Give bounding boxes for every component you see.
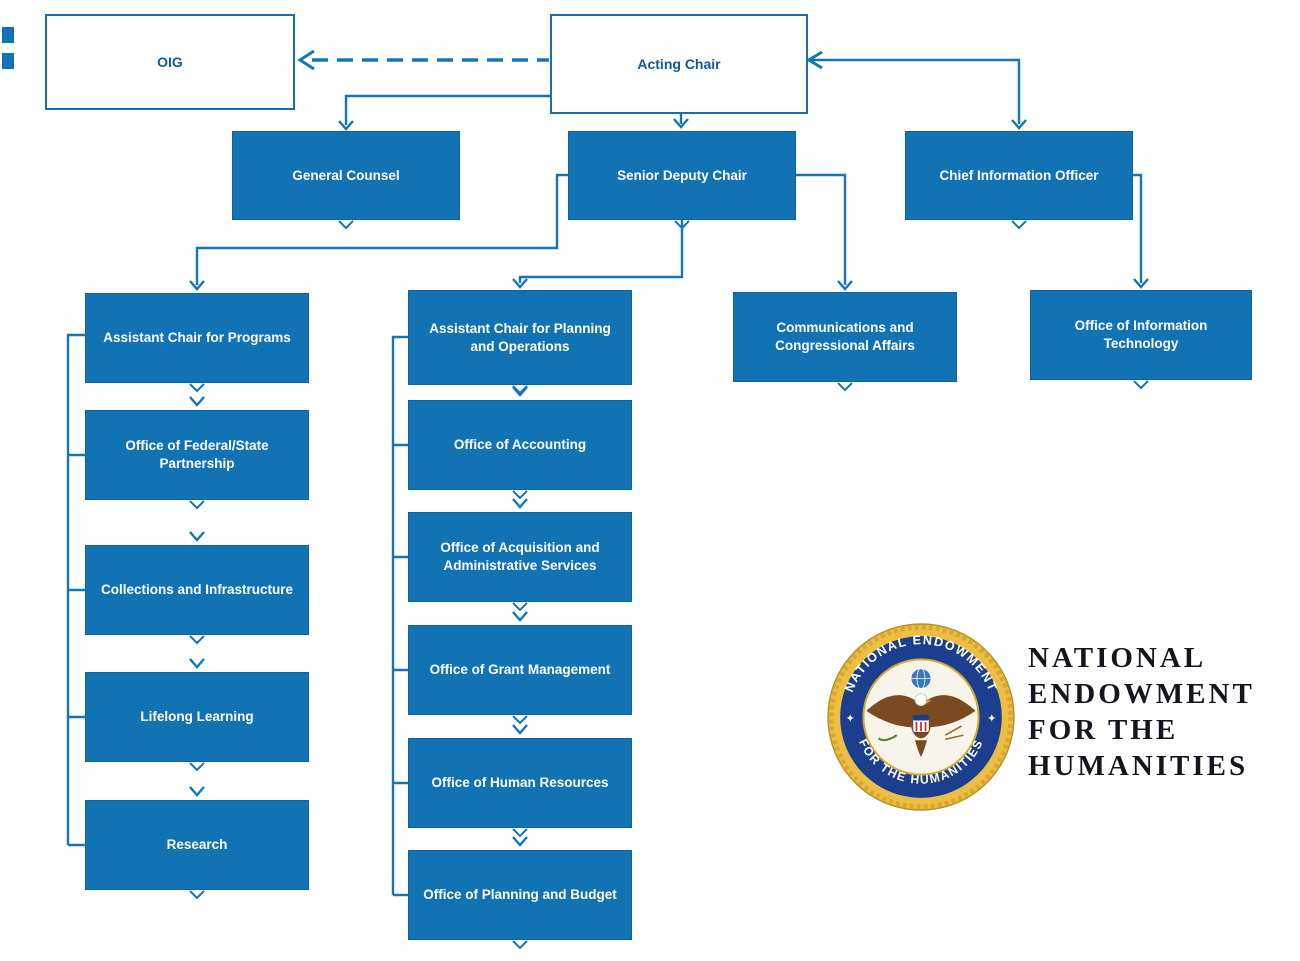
- arrowhead-down-acp: [189, 280, 205, 291]
- node-general-counsel: General Counsel: [232, 131, 460, 220]
- chevron-decorations: [189, 209, 1149, 950]
- scan-artifact: [2, 53, 14, 69]
- node-communications: Communications and Congressional Affairs: [733, 292, 957, 382]
- scan-artifact: [2, 27, 14, 43]
- node-research: Research: [85, 800, 309, 890]
- node-collections-infrastructure: Collections and Infrastructure: [85, 545, 309, 635]
- arrowhead-down-comms: [837, 280, 853, 291]
- wordmark-line: FOR THE: [1028, 714, 1179, 746]
- node-label: Collections and Infrastructure: [100, 582, 294, 598]
- node-label: Office of Accounting: [453, 437, 587, 453]
- node-lifelong-learning: Lifelong Learning: [85, 672, 309, 762]
- node-federal-state-partnership: Office of Federal/State Partnership: [85, 410, 309, 500]
- node-label: Office of Federal/State Partnership: [125, 438, 269, 471]
- node-label: OIG: [157, 53, 183, 70]
- arrowhead-down-oit: [1133, 278, 1149, 289]
- spine-planning-column: [391, 335, 408, 897]
- node-label: Senior Deputy Chair: [617, 167, 747, 183]
- connector-sdc-acpo: [518, 220, 684, 283]
- connector-acting-chair-cio: [808, 58, 1021, 124]
- org-wordmark: NATIONAL ENDOWMENT FOR THE HUMANITIES: [1028, 640, 1255, 784]
- arrowhead-down-cio: [1011, 119, 1027, 130]
- seal-eagle: [866, 667, 976, 760]
- connector-sdc-comms: [796, 173, 847, 285]
- wordmark-line: HUMANITIES: [1028, 750, 1249, 782]
- seal-eagle-head: [914, 693, 928, 707]
- node-office-grant-management: Office of Grant Management: [408, 625, 632, 715]
- arrowhead-left-acting-chair: [806, 50, 823, 70]
- node-label: Office of Acquisition and Administrative…: [440, 540, 600, 573]
- wordmark-line: NATIONAL: [1028, 642, 1207, 674]
- node-label: General Counsel: [292, 167, 400, 183]
- node-office-acquisition: Office of Acquisition and Administrative…: [408, 512, 632, 602]
- connector-acting-chair-gc: [344, 94, 550, 125]
- arrowhead-down-sdc: [673, 118, 689, 129]
- node-label: Office of Grant Management: [429, 662, 611, 678]
- node-senior-deputy-chair: Senior Deputy Chair: [568, 131, 796, 220]
- node-label: Office of Planning and Budget: [423, 887, 617, 903]
- seal-star-left: ✦: [846, 713, 855, 725]
- wordmark-line: ENDOWMENT: [1028, 678, 1255, 710]
- seal-star-right: ✦: [987, 713, 996, 725]
- node-assistant-chair-programs: Assistant Chair for Programs: [85, 293, 309, 383]
- node-acting-chair: Acting Chair: [550, 14, 808, 114]
- node-label: Research: [166, 837, 228, 853]
- node-office-information-technology: Office of Information Technology: [1030, 290, 1252, 380]
- arrowhead-left-oig: [297, 49, 315, 71]
- connector-sdc-acp: [195, 173, 568, 285]
- arrowhead-down-gc: [338, 120, 354, 131]
- neh-seal-logo: NATIONAL ENDOWMENT FOR THE HUMANITIES ✦ …: [827, 623, 1015, 811]
- node-chief-information-officer: Chief Information Officer: [905, 131, 1133, 220]
- connector-cio-oit: [1133, 173, 1143, 283]
- arrowhead-down-acpo: [512, 278, 528, 289]
- node-label: Chief Information Officer: [939, 167, 1099, 183]
- node-label: Office of Information Technology: [1074, 318, 1208, 351]
- node-label: Office of Human Resources: [431, 775, 609, 791]
- node-label: Communications and Congressional Affairs: [775, 320, 915, 353]
- spine-programs-column: [66, 333, 85, 847]
- node-label: Assistant Chair for Planning and Operati…: [429, 320, 611, 354]
- node-label: Lifelong Learning: [140, 709, 254, 725]
- node-oig: OIG: [45, 14, 295, 110]
- node-label: Acting Chair: [637, 55, 721, 72]
- node-office-planning-budget: Office of Planning and Budget: [408, 850, 632, 940]
- node-office-human-resources: Office of Human Resources: [408, 738, 632, 828]
- node-office-accounting: Office of Accounting: [408, 400, 632, 490]
- node-assistant-chair-planning: Assistant Chair for Planning and Operati…: [408, 290, 632, 385]
- node-label: Assistant Chair for Programs: [103, 330, 291, 346]
